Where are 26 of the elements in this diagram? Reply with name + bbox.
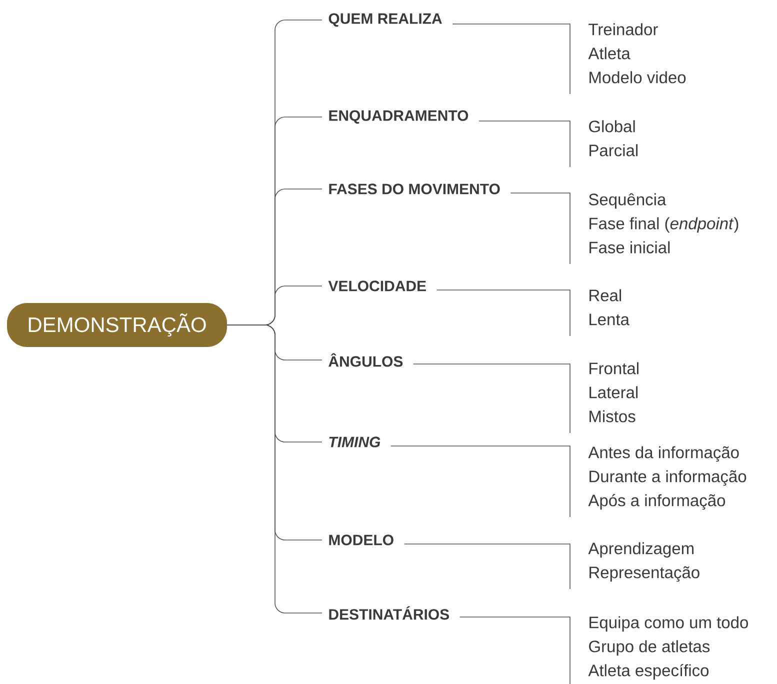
category-heading: ENQUADRAMENTO (329, 110, 468, 124)
connector-line (436, 290, 570, 336)
category-heading: QUEM REALIZA (328, 13, 442, 27)
connector-line (452, 24, 570, 94)
item-list: Antes da informação Durante a informação Após a informação (588, 446, 746, 510)
category-heading: FASES DO MOVIMENTO (329, 184, 500, 194)
connector-line (510, 192, 570, 264)
connector-line (404, 544, 570, 590)
item-list: Treinador Atleta Modelo video (588, 23, 686, 84)
item-list: Sequência Fase final (endpoint) Fase inicial (588, 193, 738, 254)
connector-line (478, 120, 570, 168)
item-list: Equipa como um todo Grupo de atletas Atleta específico (588, 616, 748, 680)
item-list: Frontal Lateral Mistos (590, 362, 638, 422)
connector-line (390, 446, 570, 518)
item-list: Global Parcial (589, 120, 638, 156)
item-list: Aprendizagem Representação (588, 542, 700, 582)
bracket-line (226, 324, 322, 614)
connector-line (459, 616, 570, 684)
category-heading: MODELO (329, 534, 394, 546)
category-heading: TIMING (329, 436, 380, 448)
category-heading: DESTINATÁRIOS (329, 606, 449, 620)
item-list: Real Lenta (590, 289, 630, 326)
root-node: DEMONSTRAÇÃO (7, 303, 227, 347)
category-heading: VELOCIDADE (328, 280, 426, 292)
connector-line (413, 364, 570, 434)
category-heading: ÂNGULOS (328, 353, 403, 367)
